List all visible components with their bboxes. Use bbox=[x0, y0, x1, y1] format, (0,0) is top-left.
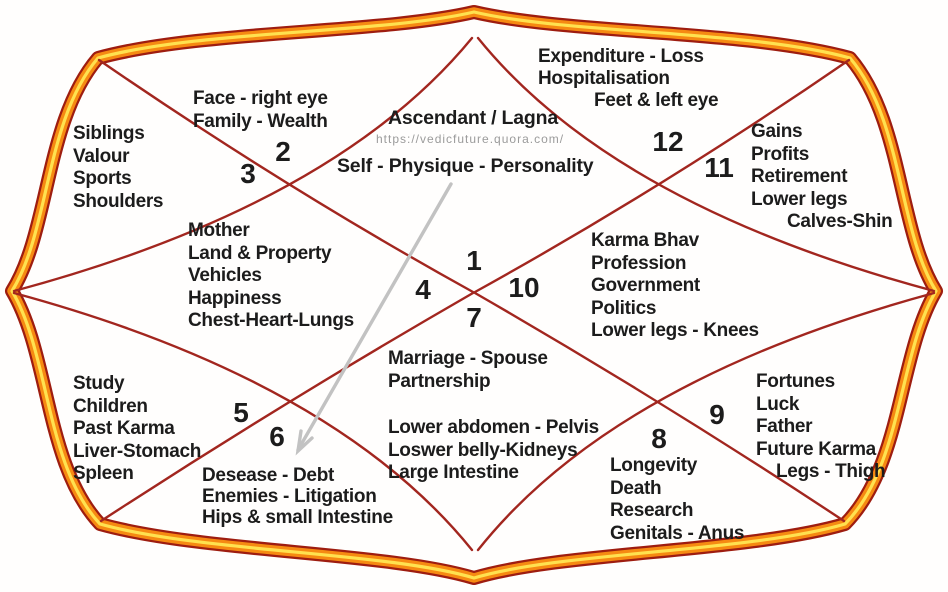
keyword-line: Valour bbox=[73, 145, 130, 167]
house-7-number: 7 bbox=[466, 302, 482, 333]
keyword-line: Retirement bbox=[751, 166, 848, 187]
keyword-line: Land & Property bbox=[188, 242, 332, 264]
keyword-line: Mother bbox=[188, 220, 250, 241]
house-9-number: 9 bbox=[709, 399, 725, 430]
keyword-line: Past Karma bbox=[73, 418, 175, 439]
keyword-line: Hospitalisation bbox=[538, 68, 670, 89]
keyword-line: Children bbox=[73, 395, 148, 417]
keyword-line: Face - right eye bbox=[193, 88, 328, 109]
keyword-line: Desease - Debt bbox=[202, 465, 335, 486]
keyword-line: Calves-Shin bbox=[787, 211, 893, 232]
keyword-line: Gains bbox=[751, 121, 803, 142]
house-11-keywords: Gains Profits Retirement Lower legs Calv… bbox=[751, 121, 893, 234]
keyword-line: Sports bbox=[73, 168, 132, 189]
keyword-line: Lower legs - Knees bbox=[591, 320, 759, 341]
keyword-line: Shoulders bbox=[73, 190, 164, 212]
keyword-line: Profession bbox=[591, 252, 687, 274]
keyword-line: Lower legs bbox=[751, 188, 848, 210]
keyword-line: Luck bbox=[756, 393, 800, 415]
house-10-keywords: Karma Bhav Profession Government Politic… bbox=[591, 230, 759, 343]
house-12-number: 12 bbox=[652, 126, 684, 157]
keyword-line: Loswer belly-Kidneys bbox=[388, 439, 578, 461]
keyword-line: Spleen bbox=[73, 463, 134, 484]
keyword-line: Politics bbox=[591, 297, 657, 319]
keyword-line: Government bbox=[591, 275, 700, 296]
ornate-frame bbox=[5, 5, 943, 585]
keyword-line: Expenditure - Loss bbox=[538, 46, 704, 67]
house-9-keywords: Fortunes Luck Father Future Karma Legs -… bbox=[756, 371, 886, 484]
keyword-line: Research bbox=[610, 500, 694, 521]
keyword-line: Siblings bbox=[73, 123, 145, 144]
house-3-number: 3 bbox=[240, 158, 256, 189]
keyword-line: Large Intestine bbox=[388, 462, 519, 483]
keyword-line: Marriage - Spouse bbox=[388, 348, 548, 369]
keyword-line: Family - Wealth bbox=[193, 110, 328, 132]
keyword-line: Longevity bbox=[610, 455, 698, 476]
house-12-keywords: Expenditure - Loss Hospitalisation Feet … bbox=[538, 46, 719, 112]
keyword-line: Hips & small Intestine bbox=[202, 507, 393, 528]
keyword-line: Lower abdomen - Pelvis bbox=[388, 417, 599, 438]
keyword-line: Study bbox=[73, 373, 125, 394]
house-10-number: 10 bbox=[508, 272, 540, 303]
keyword-line: Genitals - Anus bbox=[610, 522, 745, 544]
watermark-url: https://vedicfuture.quora.com/ bbox=[376, 132, 565, 146]
house-3-keywords: Siblings Valour Sports Shoulders bbox=[73, 123, 164, 213]
keyword-line: Feet & left eye bbox=[594, 90, 719, 111]
keyword-line: Father bbox=[756, 416, 813, 437]
ascendant-arrow bbox=[295, 182, 453, 456]
keyword-line: Happiness bbox=[188, 287, 282, 309]
house-6-number: 6 bbox=[269, 421, 285, 452]
house-8-number: 8 bbox=[651, 423, 667, 454]
house-5-keywords: Study Children Past Karma Liver-Stomach … bbox=[73, 373, 201, 486]
house-7-keywords: Marriage - Spouse Partnership bbox=[388, 348, 548, 393]
keyword-line: Karma Bhav bbox=[591, 230, 699, 251]
house-6-keywords: Desease - Debt Enemies - Litigation Hips… bbox=[202, 465, 393, 528]
house-1-number: 1 bbox=[466, 245, 482, 276]
keyword-line: Enemies - Litigation bbox=[202, 486, 377, 507]
house-1-title: Ascendant / Lagna bbox=[388, 107, 558, 129]
keyword-line: Vehicles bbox=[188, 265, 262, 286]
keyword-line: Profits bbox=[751, 143, 810, 165]
house-1-keywords: Self - Physique - Personality bbox=[337, 155, 594, 177]
house-5-number: 5 bbox=[233, 397, 249, 428]
house-division-lines bbox=[12, 36, 936, 552]
keyword-line: Fortunes bbox=[756, 371, 835, 392]
house-11-number: 11 bbox=[704, 152, 734, 183]
house-4-keywords: Mother Land & Property Vehicles Happines… bbox=[188, 220, 354, 333]
house-8-keywords: Longevity Death Research Genitals - Anus bbox=[610, 455, 744, 545]
keyword-line: Liver-Stomach bbox=[73, 440, 202, 462]
keyword-line: Legs - Thigh bbox=[776, 461, 886, 482]
keyword-line: Death bbox=[610, 477, 662, 499]
house-2-keywords: Face - right eye Family - Wealth bbox=[193, 88, 328, 133]
house-2-number: 2 bbox=[275, 136, 291, 167]
keyword-line: Chest-Heart-Lungs bbox=[188, 310, 354, 331]
keyword-line: Future Karma bbox=[756, 438, 876, 460]
keyword-line: Partnership bbox=[388, 370, 491, 392]
house-4-number: 4 bbox=[415, 274, 431, 305]
house-7-keywords-lower: Lower abdomen - Pelvis Loswer belly-Kidn… bbox=[388, 417, 599, 485]
